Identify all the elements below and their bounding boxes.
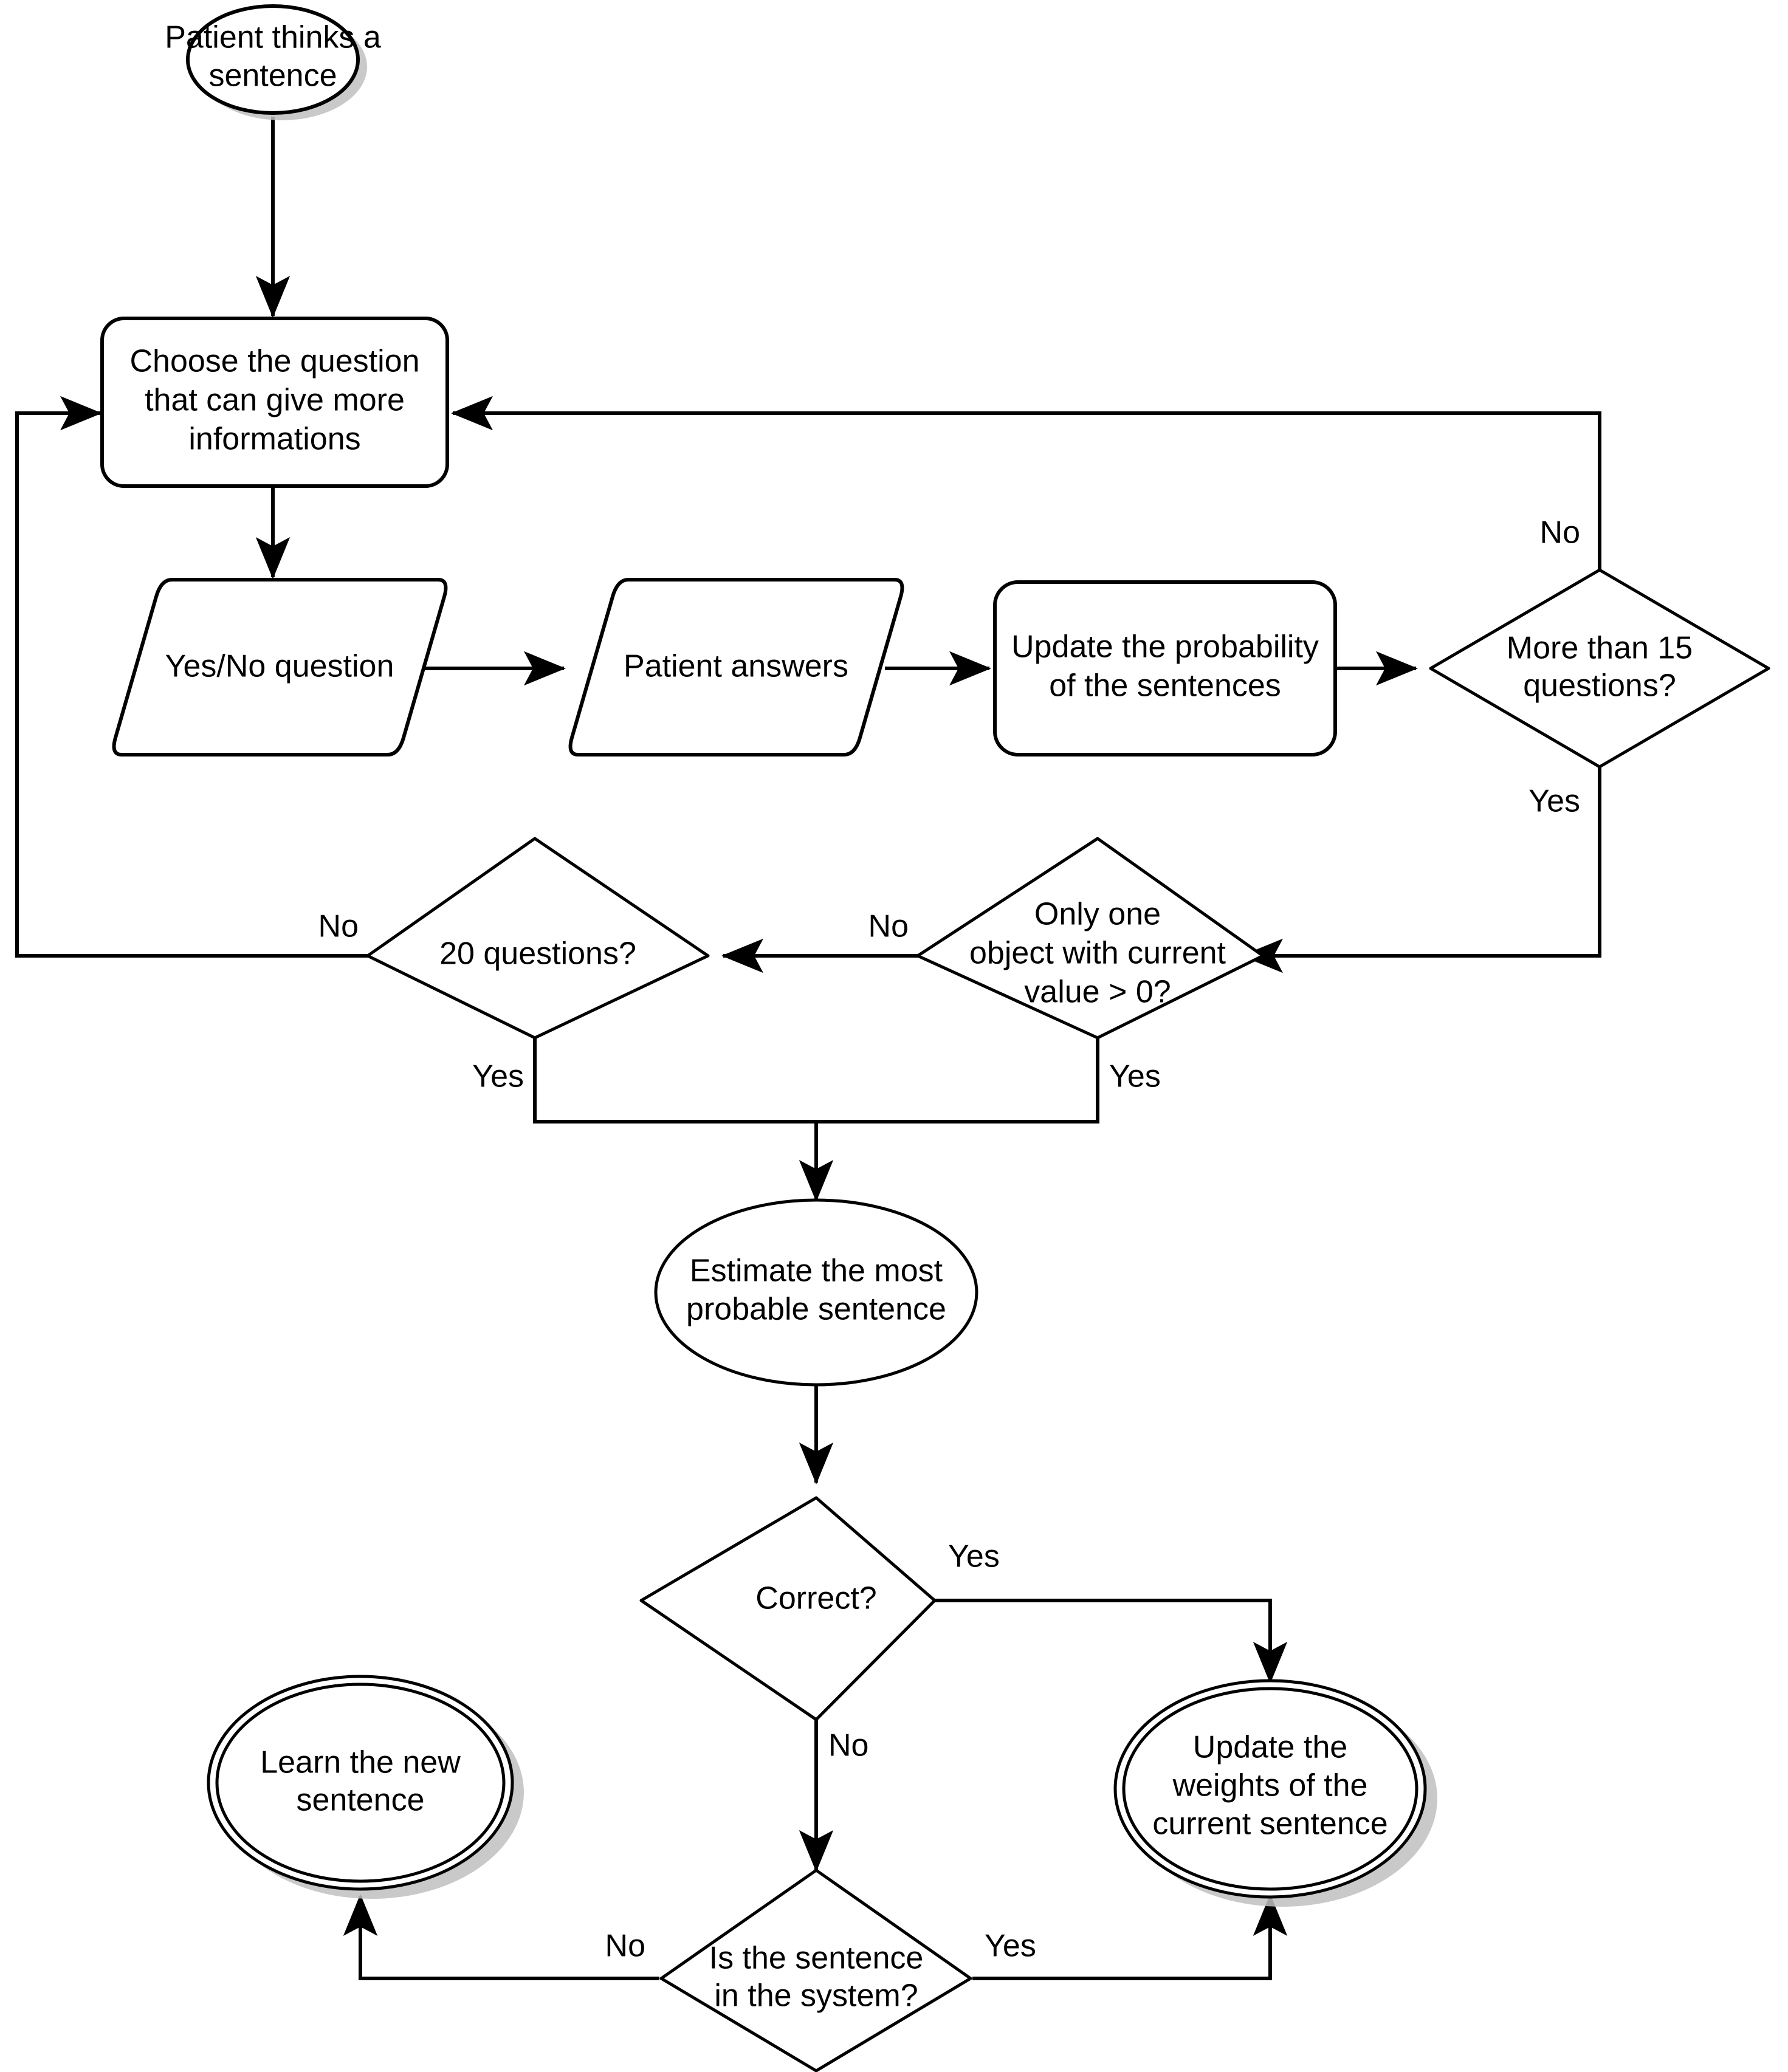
- node-start-label-line1: Patient thinks a: [165, 20, 381, 55]
- node-update-weights-label-line2: weights of the: [1172, 1768, 1368, 1803]
- node-twenty-questions[interactable]: 20 questions?: [366, 837, 710, 1040]
- node-more-than-15-label-line1: More than 15: [1507, 631, 1693, 666]
- node-sentence-in-system-label-line2: in the system?: [714, 1978, 918, 2014]
- node-only-one-object-label-line2: object with current: [969, 936, 1226, 971]
- node-sentence-in-system[interactable]: Is the sentence in the system?: [659, 1868, 972, 2072]
- node-patient-answers[interactable]: Patient answers: [568, 578, 904, 756]
- node-learn-new-sentence-label-line1: Learn the new: [260, 1745, 461, 1780]
- node-patient-answers-label: Patient answers: [624, 649, 848, 684]
- edge-label-more-than-15-yes: Yes: [1528, 784, 1580, 819]
- node-learn-new-sentence-label-line2: sentence: [296, 1783, 424, 1818]
- edge-label-only-one-object-no: No: [868, 909, 909, 944]
- edge-sentence-in-system-no-to-learn-new-sentence: [343, 1894, 659, 1980]
- edge-label-only-one-object-yes: Yes: [1109, 1059, 1161, 1094]
- node-twenty-questions-label: 20 questions?: [439, 936, 636, 972]
- node-correct-label: Correct?: [755, 1581, 876, 1616]
- node-more-than-15-label-line2: questions?: [1523, 668, 1676, 704]
- edge-label-twenty-questions-no: No: [318, 909, 359, 944]
- edge-more-than-15-no-to-choose-question: [451, 396, 1601, 571]
- edge-label-more-than-15-no: No: [1540, 515, 1580, 551]
- node-update-probability-label-line2: of the sentences: [1049, 668, 1281, 704]
- edge-label-correct-no: No: [828, 1728, 868, 1763]
- node-choose-question-label-line1: Choose the question: [129, 344, 419, 379]
- node-update-weights[interactable]: Update the weights of the current senten…: [1113, 1679, 1437, 1907]
- node-choose-question-label-line2: that can give more: [145, 383, 405, 418]
- node-more-than-15[interactable]: More than 15 questions?: [1429, 568, 1770, 769]
- edge-label-sentence-in-system-no: No: [605, 1929, 645, 1964]
- edge-merge-yes-branches: [533, 1038, 1099, 1123]
- edge-label-correct-yes: Yes: [948, 1539, 1000, 1574]
- node-only-one-object-label-line1: Only one: [1034, 897, 1161, 932]
- node-update-weights-label-line1: Update the: [1193, 1730, 1347, 1765]
- node-choose-question-label-line3: informations: [188, 422, 360, 457]
- node-estimate-sentence-label-line2: probable sentence: [686, 1292, 946, 1327]
- node-update-probability[interactable]: Update the probability of the sentences: [993, 580, 1337, 756]
- node-sentence-in-system-label-line1: Is the sentence: [709, 1941, 924, 1976]
- node-choose-question[interactable]: Choose the question that can give more i…: [100, 317, 449, 488]
- edge-sentence-in-system-yes-to-update-weights: [972, 1894, 1288, 1980]
- node-estimate-sentence-label-line1: Estimate the most: [690, 1254, 943, 1289]
- edge-more-than-15-yes-to-only-one-object: [1241, 766, 1601, 973]
- node-correct[interactable]: Correct?: [639, 1496, 937, 1721]
- node-only-one-object-label-line3: value > 0?: [1024, 975, 1171, 1010]
- node-yesno-question-label: Yes/No question: [165, 649, 394, 684]
- node-start-label-line2: sentence: [208, 58, 337, 94]
- edge-twenty-questions-no-to-choose-question: [15, 396, 383, 958]
- edge-label-twenty-questions-yes: Yes: [472, 1059, 524, 1094]
- node-estimate-sentence[interactable]: Estimate the most probable sentence: [654, 1198, 978, 1387]
- node-learn-new-sentence[interactable]: Learn the new sentence: [207, 1675, 524, 1899]
- edge-correct-yes-to-update-weights: [935, 1599, 1288, 1684]
- node-update-probability-label-line1: Update the probability: [1011, 629, 1319, 665]
- node-update-weights-label-line3: current sentence: [1152, 1806, 1387, 1842]
- node-yesno-question[interactable]: Yes/No question: [112, 578, 448, 756]
- node-start[interactable]: Patient thinks a sentence: [165, 4, 381, 120]
- edge-label-sentence-in-system-yes: Yes: [985, 1929, 1036, 1964]
- node-only-one-object[interactable]: Only one object with current value > 0?: [916, 837, 1265, 1040]
